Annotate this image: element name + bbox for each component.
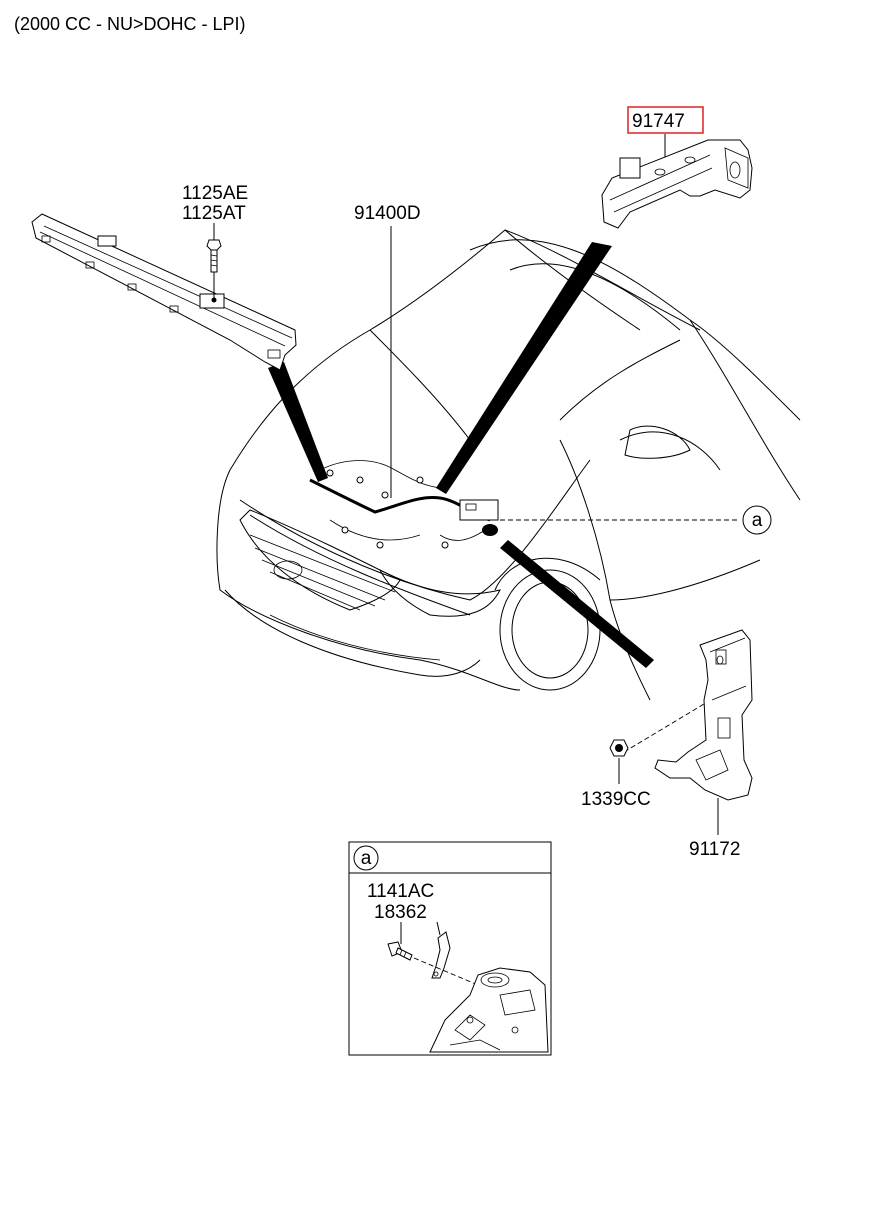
bracket-91172-part xyxy=(654,629,753,801)
pointer-wedge-left xyxy=(268,362,328,482)
bolt-1125ae-icon xyxy=(206,239,222,303)
nut-1339cc-icon xyxy=(609,739,629,757)
bolt-1141ac-icon xyxy=(387,941,413,961)
callout-marker-a[interactable] xyxy=(742,505,772,535)
part-label-1141ac: 1141AC xyxy=(367,881,434,902)
part-label-1339cc: 1339CC xyxy=(581,789,651,810)
part-label-91172: 91172 xyxy=(689,839,740,860)
car-illustration xyxy=(216,229,801,701)
highlight-box-91747 xyxy=(627,106,704,134)
detail-marker-a xyxy=(353,845,379,871)
engine-spec-title: (2000 CC - NU>DOHC - LPI) xyxy=(14,14,246,34)
detail-marker-a-label: a xyxy=(361,848,372,869)
pointer-wedge-bottom xyxy=(500,540,654,668)
ground-terminal-18362-icon xyxy=(431,931,451,979)
front-bracket-part xyxy=(31,213,297,371)
part-label-1125ae: 1125AE xyxy=(182,183,248,204)
bracket-91747-part xyxy=(601,139,753,229)
part-label-91400d: 91400D xyxy=(354,203,421,224)
part-label-91747: 91747 xyxy=(632,111,685,132)
part-label-1125at: 1125AT xyxy=(182,203,246,224)
wiring-harness xyxy=(309,460,499,549)
callout-marker-a-label: a xyxy=(752,510,763,531)
pointer-wedge-top xyxy=(436,242,612,494)
part-label-18362: 18362 xyxy=(374,902,427,923)
body-panel-part xyxy=(429,967,549,1053)
detail-box-a: a 1141AC 18362 xyxy=(348,841,552,1056)
